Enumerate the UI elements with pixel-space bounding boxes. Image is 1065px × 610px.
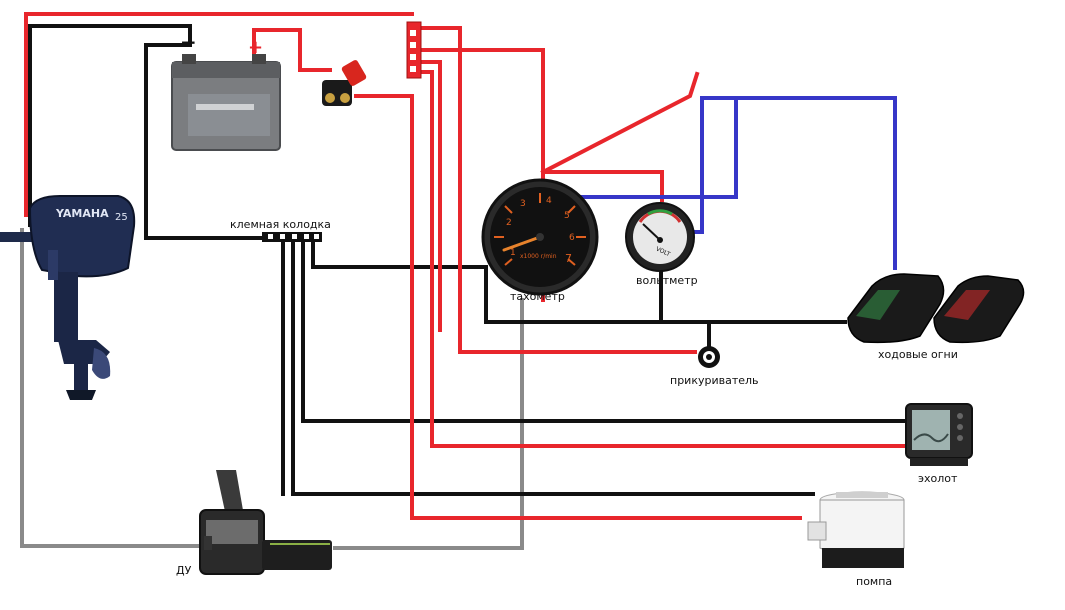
battery-minus-sign: − [180,30,197,54]
negative-main-wire [28,24,192,227]
remote-control-icon [199,470,332,575]
tacho-dial-number: 4 [546,196,552,206]
remote-label: ДУ [176,564,192,577]
tachometer-label: тахометр [510,290,565,303]
wires [20,12,914,550]
positive-battery-wire [252,28,332,72]
battery-icon: − + [171,30,281,151]
tacho-dial-number: 2 [506,218,512,228]
negative-tacho-wire [311,238,847,324]
tacho-dial-number: 7 [565,252,572,265]
positive-bus-tacho-wire [416,48,545,180]
tacho-needle [502,235,542,252]
negative-pump-wire [291,238,815,496]
outboard-motor-icon: YAMAHA 25 [0,195,136,400]
battery-plus-sign: + [248,37,263,58]
negative-to-block-wire [144,43,267,240]
navigation-lights-icon [847,273,1025,344]
remote-wire [20,228,202,548]
tacho-dial-number: 1 [510,248,516,258]
lighter-label: прикуриватель [670,374,759,387]
engine-model-label: 25 [115,212,128,223]
positive-echo-wire [416,70,910,448]
positive-lighter-wire [416,26,697,354]
remote-tacho-wire [333,298,524,550]
tachometer-icon: 1 2 3 4 5 6 7 x1000 r/min [481,178,599,296]
tacho-scale-text: x1000 r/min [520,253,557,260]
battery-switch-icon[interactable] [322,59,367,106]
pump-label: помпа [856,575,892,588]
voltmeter-label: вольтметр [636,274,698,287]
bilge-pump-icon [807,491,905,568]
engine-brand-label: YAMAHA [55,207,109,220]
nav-lights-signal-wire [684,96,897,270]
cigarette-lighter-icon [698,346,720,368]
negative-echo-wire [301,238,914,423]
positive-voltmeter-wire [541,170,664,202]
positive-nav-wire [416,60,442,332]
nav-lights-label: ходовые огни [878,348,958,361]
terminal-block-icon [262,232,322,242]
echosounder-label: эхолот [918,472,958,485]
voltmeter-icon: VOLT [625,202,695,272]
fuse-bus-bar [406,21,422,79]
echosounder-icon [905,403,973,466]
tacho-dial-number: 3 [520,199,526,209]
voltmeter-signal-wire [576,98,738,199]
voltmeter-needle [642,223,661,241]
positive-pump-wire [410,94,802,520]
tacho-dial-number: 5 [564,211,570,221]
terminal-block-label: клемная колодка [230,218,331,231]
positive-spare-wire [540,71,700,175]
positive-engine-wire [24,12,414,217]
tacho-dial-number: 6 [569,233,575,243]
